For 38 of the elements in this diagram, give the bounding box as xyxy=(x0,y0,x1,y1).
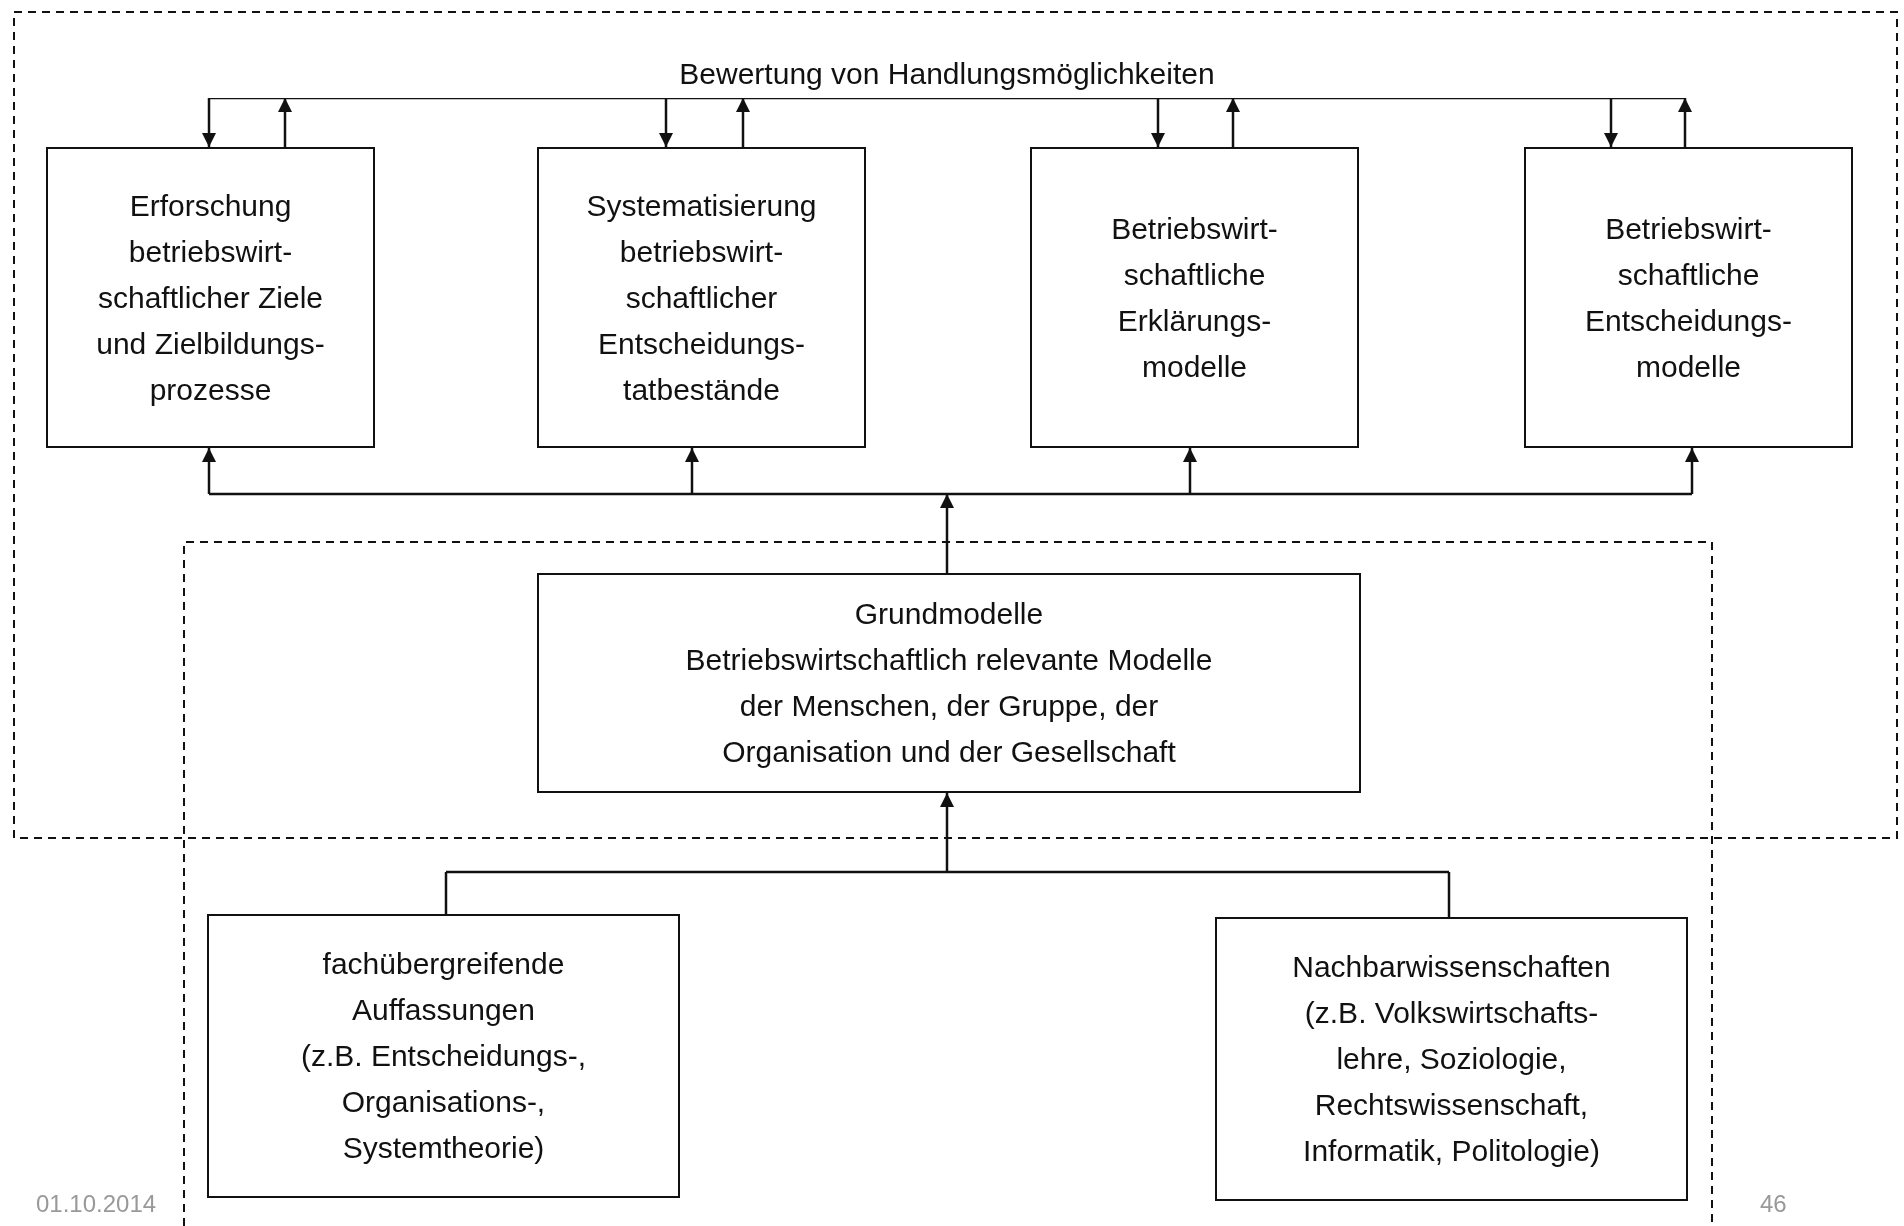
title-text: Bewertung von Handlungsmöglichkeiten xyxy=(679,56,1215,92)
box-text: Betriebswirtschaftlich relevante Modelle der Menschen, der Gruppe, der Organisation und der Gesellschaft xyxy=(684,642,1214,770)
box-text: (z.B. Entscheidungs-, Organisations-, Systemtheorie) xyxy=(299,1038,588,1166)
process-box xyxy=(46,147,375,448)
page-number: 46 xyxy=(1760,1190,1787,1218)
box-heading: Grundmodelle xyxy=(854,596,1044,632)
box-heading: Systematisierung betriebswirt- schaftlicher Entscheidungs- tatbestände xyxy=(585,187,818,408)
box-heading: Betriebswirt- schaftliche Entscheidungs- modelle xyxy=(1584,210,1793,385)
date-text: 01.10.2014 xyxy=(36,1190,157,1218)
process-box xyxy=(537,147,866,448)
connector-line xyxy=(1447,872,1451,917)
box-heading: Nachbarwissenschaften xyxy=(1292,949,1611,985)
box-heading: Erforschung betriebswirt- schaftlicher Ziele und Zielbildungs- prozesse xyxy=(95,187,326,408)
arrow xyxy=(1226,98,1240,147)
arrow xyxy=(736,98,750,147)
arrow xyxy=(659,98,673,147)
arrow xyxy=(1685,448,1699,494)
connector-line xyxy=(446,870,1449,874)
arrow xyxy=(940,494,954,573)
arrow xyxy=(202,98,216,147)
process-box xyxy=(1030,147,1359,448)
arrow xyxy=(685,448,699,494)
box-heading: fachübergreifende Auffassungen xyxy=(321,946,566,1028)
process-box xyxy=(537,573,1361,793)
arrow xyxy=(1678,98,1692,147)
arrow xyxy=(278,98,292,147)
connector-line xyxy=(209,492,1692,496)
process-box xyxy=(1215,917,1688,1201)
arrow xyxy=(1604,98,1618,147)
box-text: (z.B. Volkswirtschafts- lehre, Soziologie, Rechtswissenschaft, Informatik, Politologie) xyxy=(1302,995,1601,1169)
arrow xyxy=(1183,448,1197,494)
box-heading: Betriebswirt- schaftliche Erklärungs- modelle xyxy=(1110,210,1279,385)
arrow xyxy=(940,793,954,872)
arrow xyxy=(1151,98,1165,147)
arrow xyxy=(202,448,216,494)
process-box xyxy=(207,914,680,1198)
process-box xyxy=(1524,147,1853,448)
connector-line xyxy=(444,872,448,914)
